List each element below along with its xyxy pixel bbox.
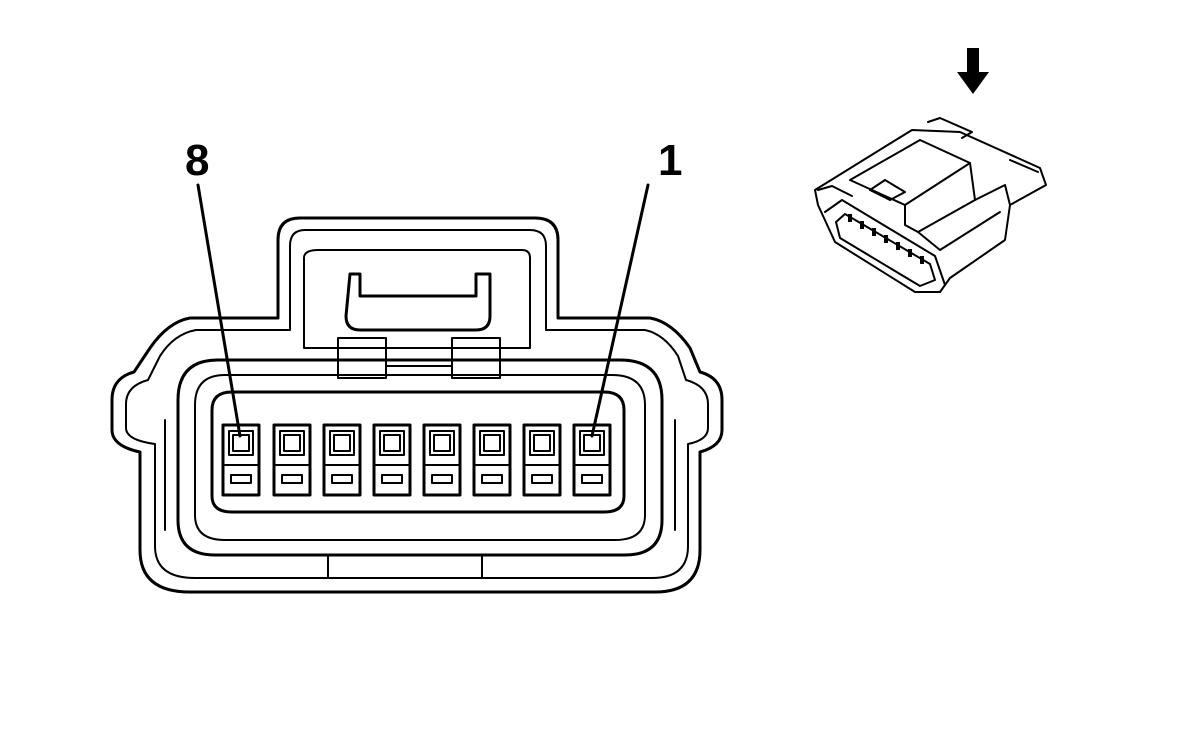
- cavity: [422, 423, 462, 497]
- cavity: [372, 423, 412, 497]
- cavity: [522, 423, 562, 497]
- cavity: [572, 423, 612, 497]
- cavity-frame: [210, 390, 626, 514]
- shroud-inner: [194, 374, 646, 541]
- cavity-row: [221, 423, 612, 497]
- latch-window: [303, 249, 531, 349]
- cavity: [322, 423, 362, 497]
- shroud-outer: [176, 358, 664, 557]
- leader-line-8: [196, 183, 242, 438]
- pin-label-8: 8: [185, 136, 209, 185]
- pin-label-1: 1: [658, 136, 682, 185]
- latch-block-left: [337, 337, 387, 379]
- cavity: [221, 423, 261, 497]
- housing-outer-outline: [110, 216, 724, 594]
- housing-inner-outline: [125, 229, 709, 579]
- leader-line-1: [590, 183, 650, 438]
- latch-block-right: [451, 337, 501, 379]
- connector-isometric-view: [814, 48, 1047, 293]
- latch-tab: [344, 272, 492, 332]
- arrow-down-icon: [957, 48, 989, 94]
- connector-face-view: 8 1: [110, 136, 724, 594]
- cavity: [272, 423, 312, 497]
- cavity: [472, 423, 512, 497]
